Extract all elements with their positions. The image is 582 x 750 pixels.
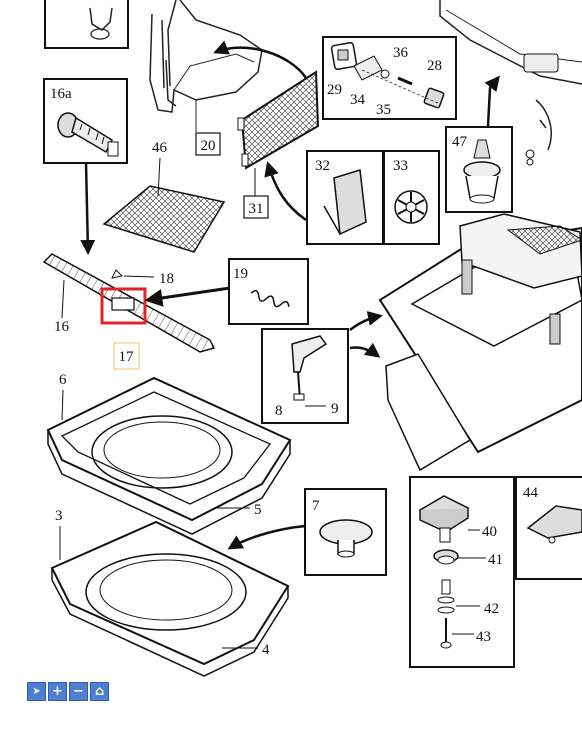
plug-7 — [319, 519, 373, 558]
callout-20: 20 — [201, 138, 216, 154]
zoom-in-icon[interactable]: + — [48, 682, 67, 701]
spring-clip-19 — [250, 289, 290, 308]
zoom-toolbar: ➤ + − ⌂ — [27, 682, 109, 701]
callout-16: 16 — [54, 319, 70, 335]
zoom-out-icon[interactable]: − — [69, 682, 88, 701]
side-panel-part — [149, 0, 263, 132]
callout-17: 17 — [119, 349, 135, 365]
callout-44: 44 — [523, 485, 539, 501]
box-top-left-partial — [44, 0, 129, 49]
callout-42: 42 — [484, 601, 499, 617]
roof-area-partial — [439, 0, 582, 166]
callout-29: 29 — [327, 82, 342, 98]
callout-41: 41 — [488, 552, 503, 568]
callout-43: 43 — [476, 629, 491, 645]
callout-8: 8 — [275, 403, 283, 419]
bracket-8 — [291, 335, 328, 401]
callout-18: 18 — [159, 271, 174, 287]
retainer-47 — [463, 139, 501, 204]
callout-31: 31 — [249, 201, 264, 217]
callout-33: 33 — [393, 158, 408, 174]
callout-19: 19 — [233, 266, 248, 282]
hook-32 — [333, 169, 367, 236]
callout-5: 5 — [254, 502, 262, 518]
callout-7: 7 — [312, 498, 320, 514]
callout-46: 46 — [152, 140, 168, 156]
pointer-icon[interactable]: ➤ — [27, 682, 46, 701]
callout-32: 32 — [315, 158, 330, 174]
push-clip-16a — [57, 112, 119, 157]
cargo-floor-right — [378, 213, 582, 472]
callout-36: 36 — [393, 45, 409, 61]
cargo-net-31 — [237, 70, 320, 196]
callout-34: 34 — [350, 92, 366, 108]
floor-tray-6 — [46, 376, 292, 535]
home-icon[interactable]: ⌂ — [90, 682, 109, 701]
callout-16a: 16a — [50, 86, 72, 102]
callout-40: 40 — [482, 524, 497, 540]
cargo-net-46 — [102, 185, 226, 253]
callout-3: 3 — [55, 508, 63, 524]
callout-6: 6 — [59, 372, 67, 388]
floor-tray-3 — [50, 520, 290, 677]
handle-44 — [526, 505, 582, 544]
callout-47: 47 — [452, 134, 468, 150]
callout-9: 9 — [331, 401, 339, 417]
clip-33 — [394, 190, 428, 224]
callout-28: 28 — [427, 58, 442, 74]
fastener-set — [330, 41, 445, 109]
fastener-stack — [418, 495, 470, 649]
callout-35: 35 — [376, 102, 391, 118]
callout-4: 4 — [262, 642, 270, 658]
